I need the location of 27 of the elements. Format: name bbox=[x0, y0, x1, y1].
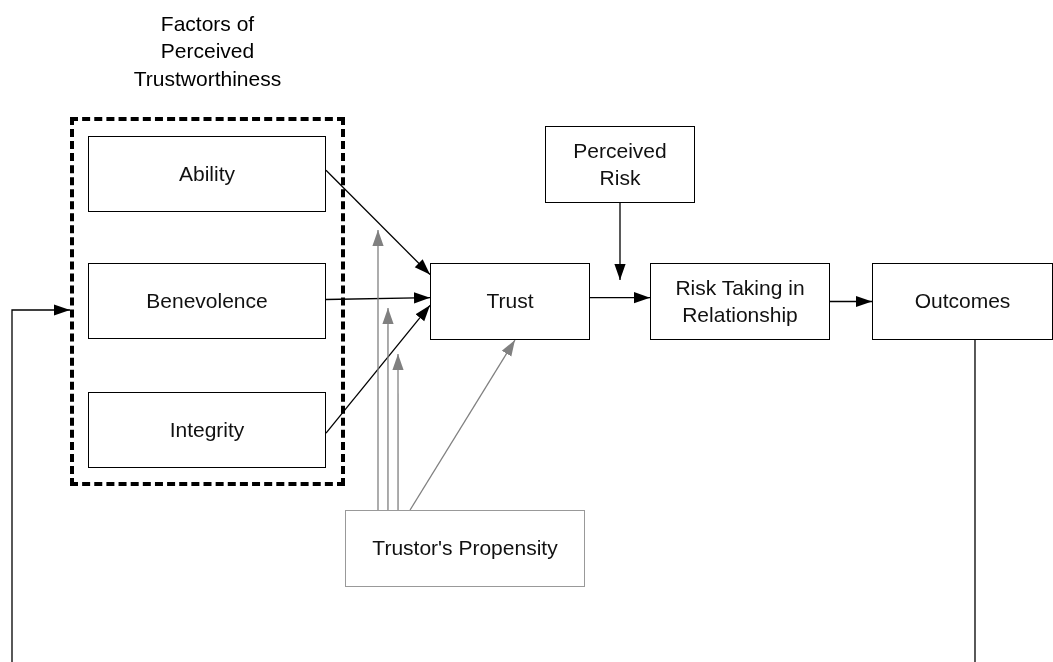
process-box bbox=[545, 126, 695, 203]
process-box bbox=[430, 263, 590, 340]
arrow bbox=[829, 295, 873, 308]
arrow bbox=[325, 304, 431, 434]
arrow bbox=[589, 292, 651, 304]
arrow bbox=[325, 292, 431, 304]
node-label: Trust bbox=[485, 288, 535, 315]
node-label: Perceived Risk bbox=[572, 138, 668, 191]
arrow bbox=[392, 353, 404, 511]
process-box bbox=[650, 263, 830, 340]
arrow bbox=[11, 304, 976, 662]
node-label: Outcomes bbox=[913, 288, 1012, 315]
process-box bbox=[88, 136, 326, 212]
node-label: Benevolence bbox=[145, 287, 269, 314]
arrow bbox=[614, 202, 626, 281]
node-label: Risk Taking in Relationship bbox=[674, 275, 806, 328]
arrow bbox=[382, 307, 394, 511]
arrow bbox=[409, 339, 516, 511]
process-box bbox=[872, 263, 1053, 340]
node-label: Trustor's Propensity bbox=[371, 535, 559, 562]
node-label: Ability bbox=[178, 160, 236, 187]
process-box bbox=[345, 510, 585, 587]
node-label: Integrity bbox=[168, 416, 246, 443]
arrow bbox=[372, 229, 384, 511]
process-box bbox=[88, 263, 326, 339]
process-box bbox=[88, 392, 326, 468]
group-heading: Factors of Perceived Trustworthiness bbox=[132, 11, 283, 92]
